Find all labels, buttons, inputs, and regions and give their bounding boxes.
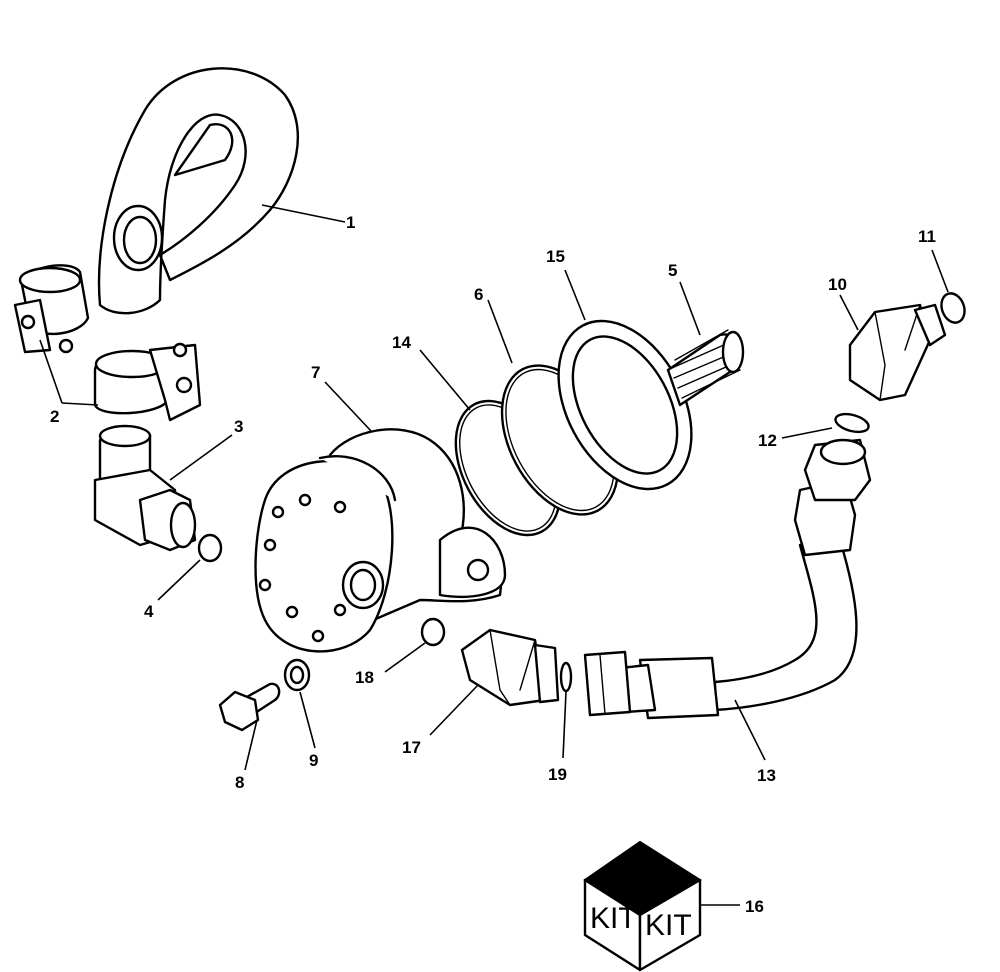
leader-6 <box>487 299 513 364</box>
part-13-hose-assembly <box>583 438 872 720</box>
leader-1 <box>261 204 346 223</box>
part-11-o-ring <box>940 292 966 324</box>
leader-5 <box>679 281 701 336</box>
part-19-o-ring <box>559 661 573 693</box>
callout-14: 14 <box>392 333 411 352</box>
leader-11 <box>931 249 949 293</box>
part-2-clamp-lower <box>93 342 202 422</box>
kit-label-left: KIT <box>590 902 637 935</box>
callout-19: 19 <box>548 765 567 784</box>
part-4-o-ring <box>197 533 223 563</box>
leader-15 <box>564 269 586 321</box>
leader-9 <box>299 691 316 749</box>
part-10-elbow-fitting <box>848 303 947 402</box>
callout-7: 7 <box>311 363 320 382</box>
part-5-splined-shaft <box>666 329 745 407</box>
callout-13: 13 <box>757 766 776 785</box>
leader-19 <box>562 691 567 759</box>
leader-2a <box>39 339 63 404</box>
leader-14 <box>419 349 471 411</box>
leader-12 <box>781 427 833 439</box>
part-3-elbow-fitting <box>93 424 197 552</box>
callout-9: 9 <box>309 751 318 770</box>
leader-3 <box>169 434 233 481</box>
callout-3: 3 <box>234 417 243 436</box>
leader-8 <box>244 719 258 771</box>
part-2-clamp-upper <box>13 264 90 354</box>
callout-6: 6 <box>474 285 483 304</box>
part-17-elbow-fitting <box>460 628 560 707</box>
part-1-hose <box>97 67 299 315</box>
callout-2: 2 <box>50 407 59 426</box>
leader-7 <box>324 381 373 433</box>
part-8-bolt <box>218 682 281 732</box>
part-7-pump-body <box>254 428 507 653</box>
leader-13 <box>734 699 766 761</box>
callout-15: 15 <box>546 247 565 266</box>
callout-18: 18 <box>355 668 374 687</box>
kit-label-right: KIT <box>645 909 692 942</box>
leader-17 <box>429 684 479 736</box>
callout-5: 5 <box>668 261 677 280</box>
callout-10: 10 <box>828 275 847 294</box>
leader-2b <box>61 402 99 406</box>
callout-12: 12 <box>758 431 777 450</box>
callout-1: 1 <box>346 213 355 232</box>
part-12-o-ring <box>834 412 870 434</box>
callout-11: 11 <box>918 227 936 246</box>
leader-18 <box>384 642 426 673</box>
callout-8: 8 <box>235 773 244 792</box>
callout-17: 17 <box>402 738 421 757</box>
callout-16: 16 <box>745 897 764 916</box>
kit-box-icon: KIT KIT <box>583 840 702 972</box>
leader-4 <box>157 559 201 601</box>
part-18-o-ring <box>420 617 446 647</box>
leader-10 <box>839 294 859 331</box>
callout-4: 4 <box>144 602 154 621</box>
